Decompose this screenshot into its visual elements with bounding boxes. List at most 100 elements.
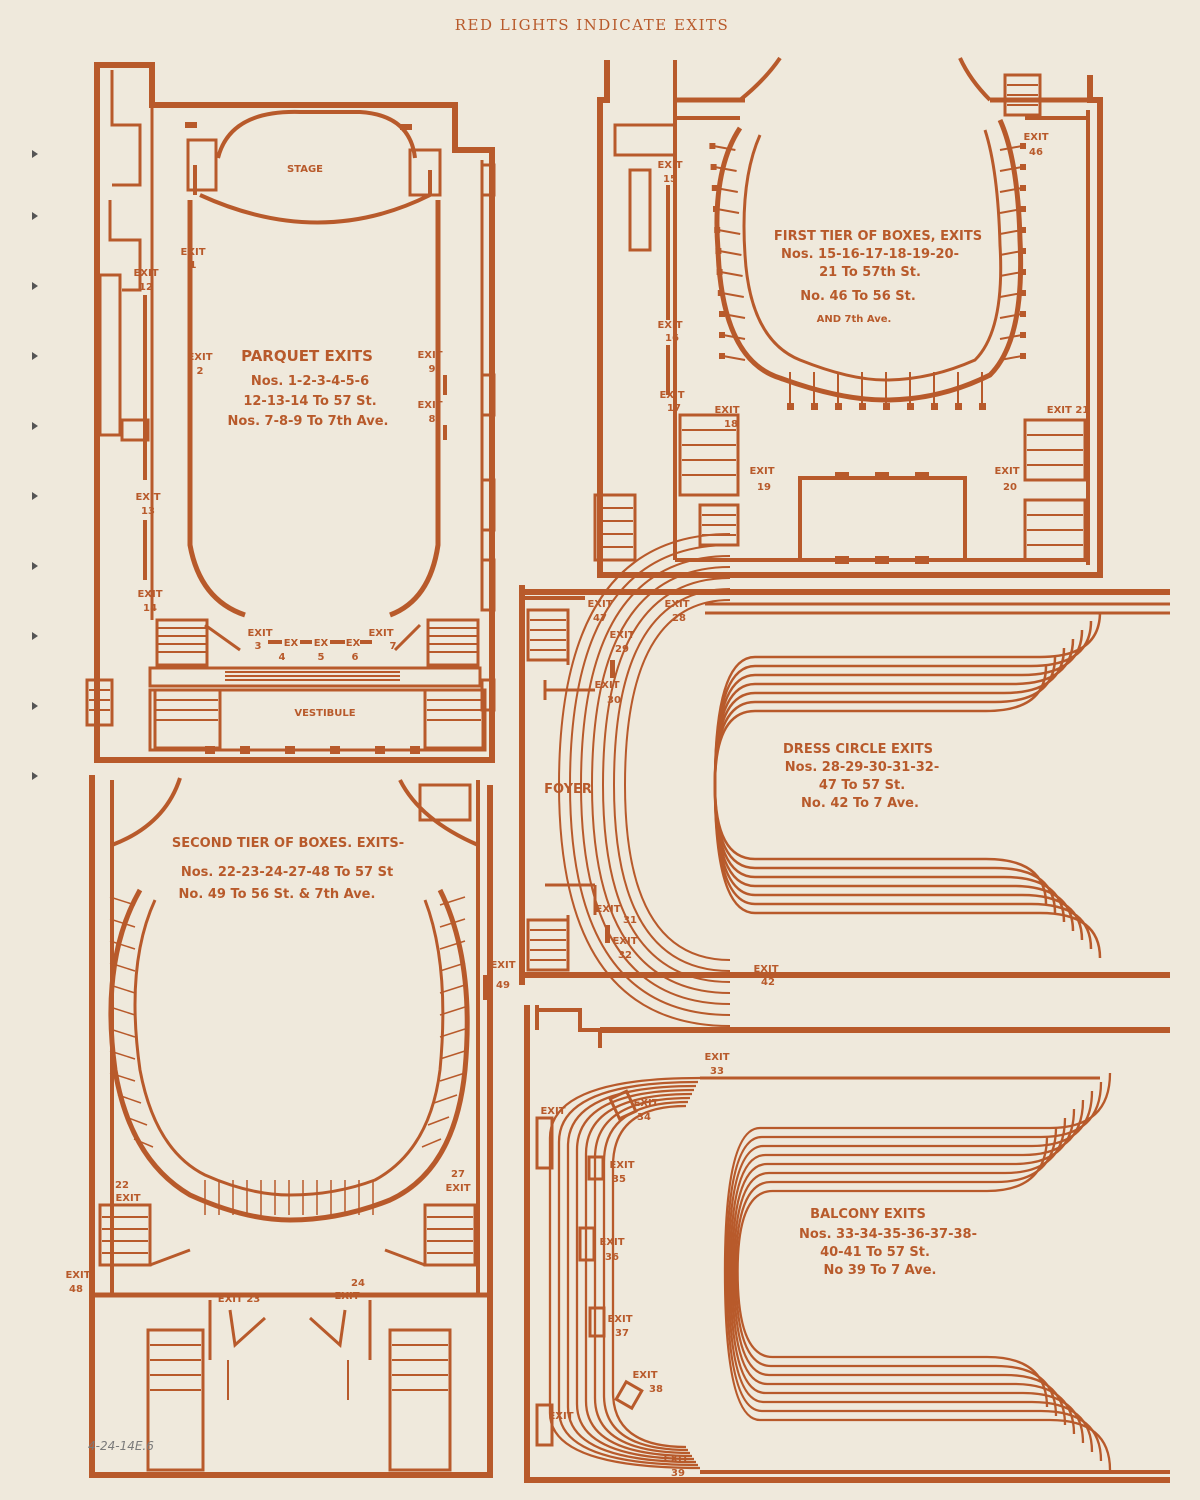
exit-label: EXIT [334,1291,359,1302]
exit-label: EXIT [490,960,515,971]
balcony-line3: No 39 To 7 Ave. [824,1263,937,1278]
box-partition [439,984,466,994]
second-tier-title: SECOND TIER OF BOXES. EXITS- [172,836,404,851]
exit-label: EXIT [368,628,393,639]
exit-label: EXIT [607,1314,632,1325]
exit-number: 32 [618,950,632,961]
exit-number: 18 [724,419,738,430]
seating-row [593,1096,691,1455]
box-partition [439,962,466,972]
seating-row [611,1104,687,1449]
box-marker [1020,227,1026,233]
exit-number: 29 [615,644,629,655]
box-marker [713,206,719,212]
box-partition [439,1028,466,1038]
exit-label: EXIT [133,268,158,279]
seating-row [736,1135,1049,1408]
box-partition [439,918,466,928]
seating-row [732,1117,1067,1426]
box-partition [722,334,746,340]
seating-row [568,544,731,1016]
box-partition [715,187,738,193]
box-partition [439,896,466,906]
box-partition [999,313,1023,319]
box-marker [883,403,890,410]
exit-number: 47 [593,613,607,624]
box-partition [999,334,1023,340]
accession-note: 4-24-14E.6 [88,1439,154,1453]
exit-label: EXIT [663,1454,688,1465]
box-partition [714,166,737,172]
seating-row [590,566,731,994]
box-marker [787,403,794,410]
seating-row [566,1084,697,1464]
exit-label: EXIT [115,1193,140,1204]
first-tier-line3: No. 46 To 56 St. [800,289,916,304]
exit-label: EXIT [417,400,442,411]
exit-label: EXIT [445,1183,470,1194]
exit-label: EXIT [187,352,212,363]
first-tier-line2: 21 To 57th St. [819,265,921,280]
seating-row [727,1090,1094,1453]
box-partition [109,962,136,972]
exit-label: EXIT [632,1370,657,1381]
box-marker [1020,290,1026,296]
exit-label: EXIT [65,1270,90,1281]
box-partition [722,355,746,361]
first-tier-title: FIRST TIER OF BOXES, EXITS [774,229,982,244]
page-header: RED LIGHTS INDICATE EXITS [455,16,730,34]
dress-circle-foyer-label: FOYER [544,782,592,797]
exit-number: 3 [255,641,262,652]
second-tier-plan [89,775,493,1478]
box-partition [439,1006,466,1016]
box-marker [711,185,718,191]
exit-label: EXIT [659,390,684,401]
parquet-title: PARQUET EXITS [241,347,373,365]
seating-row [584,1092,693,1458]
seating-row [602,1100,689,1452]
dress-circle-line1: Nos. 28-29-30-31-32- [785,760,939,775]
box-marker [719,353,725,359]
exit-number: 1 [190,260,197,271]
exit-label: EXIT [657,320,682,331]
box-partition [117,1094,142,1104]
box-partition [427,1116,450,1126]
exit-label: EXIT [753,964,778,975]
box-partition [719,250,742,256]
first-tier-line4: AND 7th Ave. [817,314,892,325]
box-partition [999,355,1023,361]
exit-number: 14 [143,603,157,614]
exit-number: 24 [351,1278,365,1289]
exit-label: EXIT [633,1098,658,1109]
box-partition [439,1050,466,1060]
seating-row [729,1099,1085,1444]
exit-label: EXIT [609,1160,634,1171]
first-tier-plan [593,56,1103,578]
box-partition [109,918,136,928]
balcony-plan [524,1005,1170,1483]
exit-number: 30 [607,695,621,706]
exit-number: 34 [637,1112,651,1123]
exit-number: 9 [429,364,436,375]
exit-label: EXIT [180,247,205,258]
box-marker [1020,143,1026,149]
binding-marks [32,150,38,780]
exit-label: EXIT [714,405,739,416]
box-partition [999,292,1023,298]
seating-row [612,588,731,972]
box-marker [835,403,842,410]
exit-number: 19 [757,482,771,493]
seating-row [557,1080,699,1467]
first-tier-line1: Nos. 15-16-17-18-19-20- [781,247,959,262]
second-tier-line2: No. 49 To 56 St. & 7th Ave. [179,887,376,902]
exit-number: 8 [429,414,436,425]
exit-number: 6 [352,652,359,663]
parquet-vestibule-label: VESTIBULE [294,708,355,719]
box-partition [109,896,136,906]
seating-row [734,1126,1058,1417]
box-partition [133,1138,154,1148]
exit-label: EXIT [135,492,160,503]
exit-number: 5 [318,652,325,663]
exit-number: 46 [1029,147,1043,158]
box-partition [433,1094,458,1104]
